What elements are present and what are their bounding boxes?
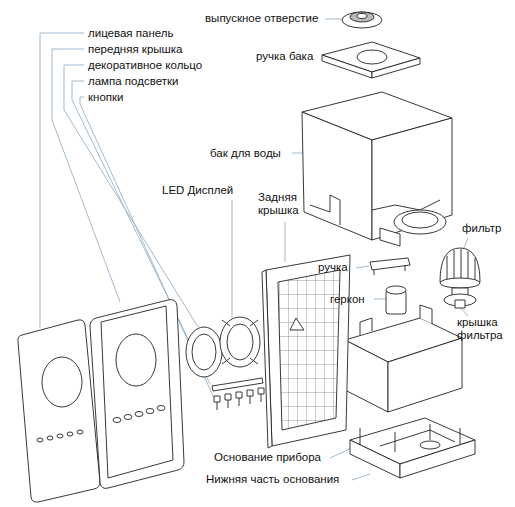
part-label: Задняя крышка xyxy=(258,191,320,217)
part-label: ручка бака xyxy=(256,50,313,63)
part-label: крышка фильтра xyxy=(457,316,511,342)
part-label: декоративное кольцо xyxy=(88,59,202,72)
part-label: лампа подсветки xyxy=(88,75,178,88)
part-label: LED Дисплей xyxy=(162,184,233,197)
part-label: кнопки xyxy=(88,91,123,104)
part-label: Основание прибора xyxy=(214,451,321,464)
part-label: Нижняя часть основания xyxy=(206,473,339,486)
part-label: фильтр xyxy=(462,222,501,235)
part-label: выпускное отверстие xyxy=(205,12,318,25)
part-label: геркон xyxy=(330,293,365,306)
part-label: ручка xyxy=(318,261,348,274)
part-label: бак для воды xyxy=(210,147,281,160)
parts xyxy=(18,12,480,502)
part-label: лицевая панель xyxy=(88,27,173,40)
part-label: передняя крышка xyxy=(88,43,182,56)
